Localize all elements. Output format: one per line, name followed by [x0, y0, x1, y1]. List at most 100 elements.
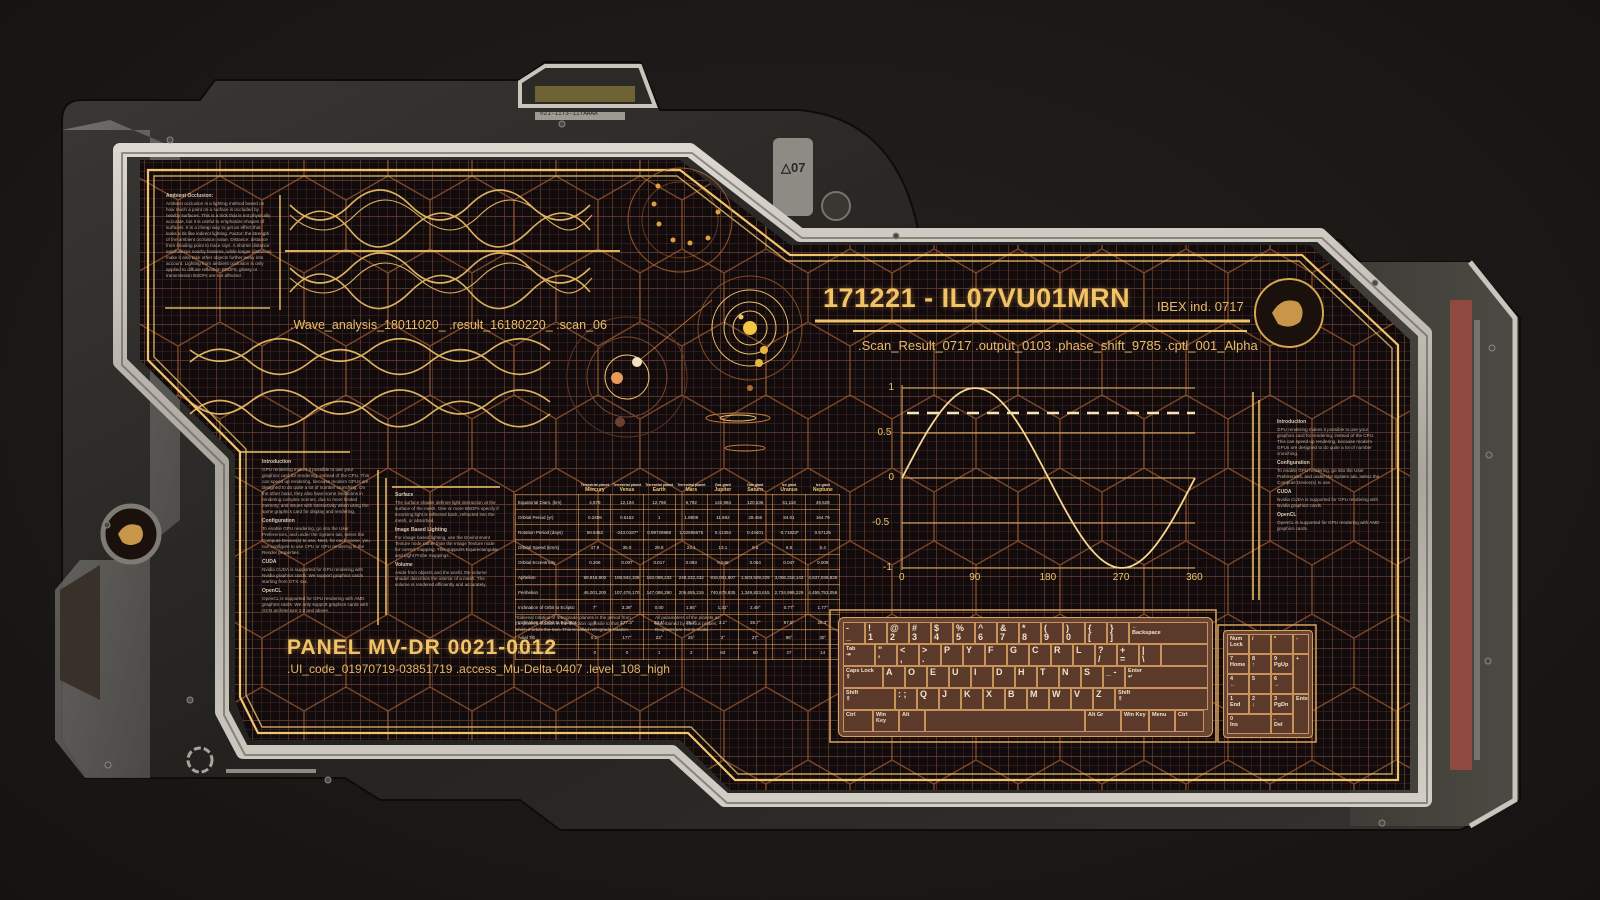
key-8[interactable]: *8: [1019, 622, 1041, 644]
key-r[interactable]: R: [1051, 644, 1073, 666]
key-win-left[interactable]: Win Key: [873, 710, 899, 732]
table-cell: 0.093: [674, 554, 708, 570]
table-cell: 0.77°: [771, 599, 807, 615]
key-win-right[interactable]: Win Key: [1121, 710, 1149, 732]
numpad-key[interactable]: 5: [1249, 674, 1271, 694]
key-a[interactable]: A: [883, 666, 905, 688]
key-symbol[interactable]: >.: [919, 644, 941, 666]
numpad-key[interactable]: .Del: [1271, 714, 1293, 734]
key-p[interactable]: P: [941, 644, 963, 666]
key-tab[interactable]: Tab⇥: [843, 644, 875, 666]
key-z[interactable]: Z: [1093, 688, 1115, 710]
key-alt[interactable]: Alt: [899, 710, 925, 732]
key-m[interactable]: M: [1027, 688, 1049, 710]
key-g[interactable]: G: [1007, 644, 1029, 666]
key-0[interactable]: )0: [1063, 622, 1085, 644]
table-cell: 1: [642, 644, 676, 660]
key-6[interactable]: ^6: [975, 622, 997, 644]
table-cell: -0.71833*: [771, 524, 807, 540]
key-menu[interactable]: Menu: [1149, 710, 1175, 732]
key-shift-right[interactable]: Shift⇧: [1115, 688, 1208, 710]
key-[interactable]: {[: [1085, 622, 1107, 644]
numpad-key[interactable]: Num Lock: [1227, 634, 1249, 654]
table-cell: 6,792: [674, 494, 708, 510]
key-n[interactable]: N: [1059, 666, 1081, 688]
emblem-small: [821, 191, 851, 221]
key-symbol[interactable]: |\: [1139, 644, 1161, 666]
key-caps-lock[interactable]: Caps Lock⇧: [843, 666, 883, 688]
key-k[interactable]: K: [961, 688, 983, 710]
table-cell: 1.85°: [674, 599, 708, 615]
numpad-key[interactable]: +: [1293, 654, 1309, 694]
key-h[interactable]: H: [1015, 666, 1037, 688]
numpad-key[interactable]: 8↑: [1249, 654, 1271, 674]
key-9[interactable]: (9: [1041, 622, 1063, 644]
key-[interactable]: -_: [843, 622, 865, 644]
table-cell: 35.0: [610, 539, 644, 555]
key-f[interactable]: F: [985, 644, 1007, 666]
key-y[interactable]: Y: [963, 644, 985, 666]
key-e[interactable]: E: [927, 666, 949, 688]
numpad-key[interactable]: -: [1293, 634, 1309, 654]
table-cell: 29.456: [737, 509, 773, 525]
numpad-key[interactable]: /: [1249, 634, 1271, 654]
key-w[interactable]: W: [1049, 688, 1071, 710]
key-backspace[interactable]: ←Backspace: [1129, 622, 1208, 644]
key-j[interactable]: J: [939, 688, 961, 710]
table-cell: 4,459,753,056: [805, 584, 841, 600]
key-ctrl-left[interactable]: Ctrl: [843, 710, 873, 732]
key-symbol[interactable]: <,: [897, 644, 919, 666]
numpad-key[interactable]: 2↓: [1249, 694, 1271, 714]
separators: [240, 392, 1260, 625]
key-shift-left[interactable]: Shift⇧: [843, 688, 895, 710]
key-o[interactable]: O: [905, 666, 927, 688]
key-s[interactable]: S: [1081, 666, 1103, 688]
key-ctrl-right[interactable]: Ctrl: [1175, 710, 1204, 732]
key-3[interactable]: #3: [909, 622, 931, 644]
key-4[interactable]: $4: [931, 622, 953, 644]
key-2[interactable]: @2: [887, 622, 909, 644]
numpad-key[interactable]: *: [1271, 634, 1293, 654]
table-note-right: All parameters of the planets as ascerta…: [655, 615, 720, 632]
key-enter[interactable]: Enter↵: [1125, 666, 1208, 688]
key-symbol[interactable]: +=: [1117, 644, 1139, 666]
key-[interactable]: }]: [1107, 622, 1129, 644]
key-space[interactable]: [925, 710, 1085, 732]
key-1[interactable]: !1: [865, 622, 887, 644]
key-symbol[interactable]: ?/: [1095, 644, 1117, 666]
x-tick: 270: [1112, 572, 1130, 583]
key-altgr[interactable]: Alt Gr: [1085, 710, 1121, 732]
key-q[interactable]: Q: [917, 688, 939, 710]
key-7[interactable]: &7: [997, 622, 1019, 644]
key-d[interactable]: D: [993, 666, 1015, 688]
key-blank[interactable]: [1161, 644, 1208, 666]
key-t[interactable]: T: [1037, 666, 1059, 688]
numpad-key[interactable]: Enter: [1293, 694, 1309, 734]
key-l[interactable]: L: [1073, 644, 1095, 666]
numpad-key[interactable]: 6→: [1271, 674, 1293, 694]
numpad-key[interactable]: 4←: [1227, 674, 1249, 694]
key-dash[interactable]: _ -: [1103, 666, 1125, 688]
table-cell: 26.7°: [737, 614, 773, 630]
key-v[interactable]: V: [1071, 688, 1093, 710]
key-5[interactable]: %5: [953, 622, 975, 644]
key-b[interactable]: B: [1005, 688, 1027, 710]
key-i[interactable]: I: [971, 666, 993, 688]
key-symbol[interactable]: "': [875, 644, 897, 666]
table-cell: 0.6152: [610, 509, 644, 525]
key-c[interactable]: C: [1029, 644, 1051, 666]
table-cell: 1.77°: [805, 599, 841, 615]
key-u[interactable]: U: [949, 666, 971, 688]
y-tick: -1: [883, 562, 892, 573]
key-colon[interactable]: : ;: [895, 688, 917, 710]
key-x[interactable]: X: [983, 688, 1005, 710]
intro-left-text: Introduction GPU rendering makes it poss…: [262, 459, 370, 613]
table-cell: 30°: [805, 629, 841, 645]
